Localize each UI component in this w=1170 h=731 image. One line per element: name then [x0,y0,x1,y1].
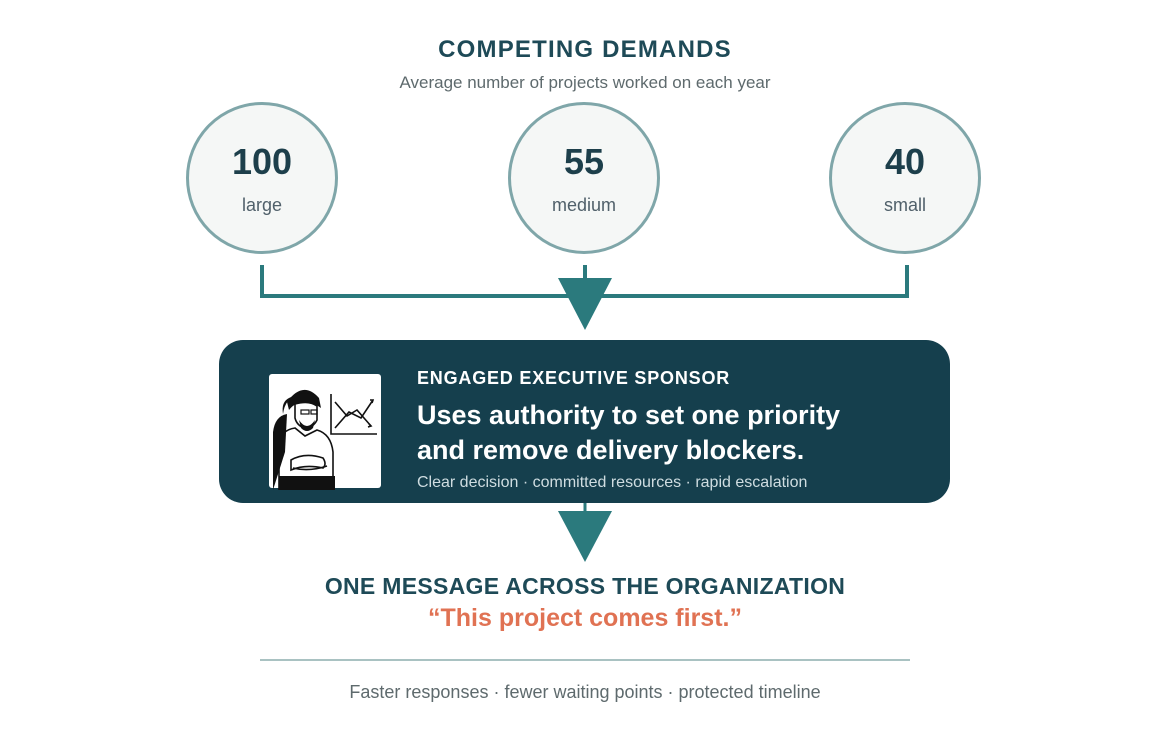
diagram-title: COMPETING DEMANDS [438,36,732,63]
demand-circle-medium: 55 medium [508,102,660,254]
demand-value: 40 [884,141,926,182]
arrow-down-icon [558,511,612,562]
sponsor-kicker: ENGAGED EXECUTIVE SPONSOR [417,368,731,388]
demand-circle-small: 40 small [829,102,981,254]
headline-line: and remove delivery blockers. [417,435,805,465]
diagram-subtitle: Average number of projects worked on eac… [399,73,771,92]
divider [260,659,910,661]
demand-label: large [241,195,283,215]
demand-circle-large: 100 large [186,102,338,254]
outcome-footer: Faster responses · fewer waiting points … [349,682,821,702]
demand-label: medium [551,195,617,215]
outcome-quote: “This project comes first.” [428,604,742,632]
sponsor-headline: Uses authority to set one priority and r… [417,398,917,468]
outcome-heading: ONE MESSAGE ACROSS THE ORGANIZATION [324,573,846,599]
demand-value: 100 [231,141,293,182]
sponsor-tags: Clear decision · committed resources · r… [417,474,808,491]
headline-line: Uses authority to set one priority [417,400,841,430]
executive-sponsor-illustration [269,374,381,490]
arrow-down-icon [558,278,612,330]
demand-label: small [883,195,926,215]
demand-value: 55 [563,141,605,182]
